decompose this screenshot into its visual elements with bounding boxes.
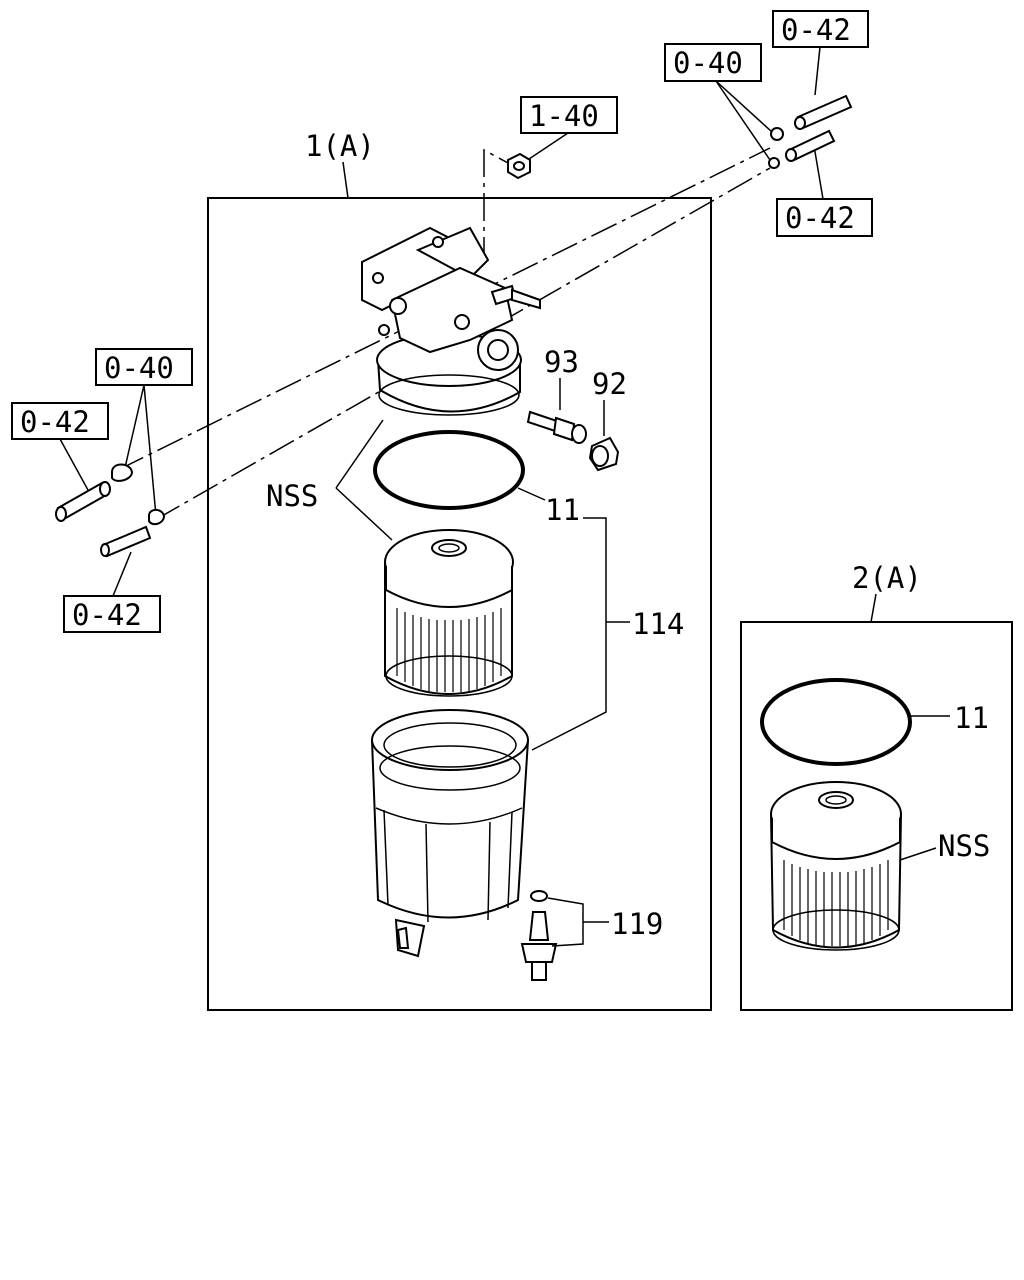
o-ring-main <box>373 430 525 510</box>
clip-top-lower <box>768 157 780 169</box>
cap-92 <box>588 436 620 472</box>
ref-label-0-40-top: 0-40 <box>673 46 743 80</box>
part-label-nss-kit: NSS <box>938 829 990 863</box>
ref-label-0-42-left: 0-42 <box>20 405 90 439</box>
ref-box-0-42-left[interactable]: 0-42 <box>11 402 109 440</box>
ref-label-0-42-right: 0-42 <box>785 201 855 235</box>
hose-top-upper <box>794 94 853 130</box>
ref-box-0-42-top[interactable]: 0-42 <box>772 10 869 48</box>
ref-box-0-42-right[interactable]: 0-42 <box>776 198 873 237</box>
part-label-119: 119 <box>611 907 663 941</box>
filter-head <box>361 226 541 416</box>
part-label-11-main: 11 <box>545 493 580 527</box>
part-label-nss-main: NSS <box>266 479 318 513</box>
ref-label-0-42-top: 0-42 <box>781 13 851 47</box>
ref-box-1-40[interactable]: 1-40 <box>520 96 618 134</box>
o-ring-kit <box>760 678 912 766</box>
filter-element-main <box>384 529 514 697</box>
nut <box>507 152 531 180</box>
ref-box-0-40-left[interactable]: 0-40 <box>95 348 193 386</box>
clip-left-upper <box>111 463 134 482</box>
clip-top-upper <box>770 127 784 141</box>
filter-bowl <box>370 709 530 958</box>
ref-label-0-42-bottom: 0-42 <box>72 598 142 632</box>
part-label-92: 92 <box>592 367 627 401</box>
part-label-93: 93 <box>544 345 579 379</box>
kit-assembly-label: 2(A) <box>852 561 922 595</box>
clip-left-lower <box>148 508 166 526</box>
main-assembly-label: 1(A) <box>305 129 375 163</box>
kit-assembly-frame <box>740 621 1013 1011</box>
fitting-93 <box>526 410 587 444</box>
hose-left-lower <box>100 525 152 558</box>
filter-pleats-kit <box>783 860 889 946</box>
sensor-119 <box>520 890 558 981</box>
hose-top-lower <box>785 129 836 162</box>
ref-box-0-42-bottom[interactable]: 0-42 <box>63 595 161 633</box>
part-label-11-kit: 11 <box>954 701 989 735</box>
filter-pleats-main <box>396 608 502 692</box>
hose-left-upper <box>55 481 111 522</box>
part-label-114: 114 <box>632 607 684 641</box>
main-assembly-frame <box>207 197 712 1011</box>
filter-element-kit <box>769 781 903 951</box>
ref-box-0-40-top[interactable]: 0-40 <box>664 43 762 82</box>
ref-label-0-40-left: 0-40 <box>104 351 174 385</box>
ref-label-1-40: 1-40 <box>529 99 599 133</box>
